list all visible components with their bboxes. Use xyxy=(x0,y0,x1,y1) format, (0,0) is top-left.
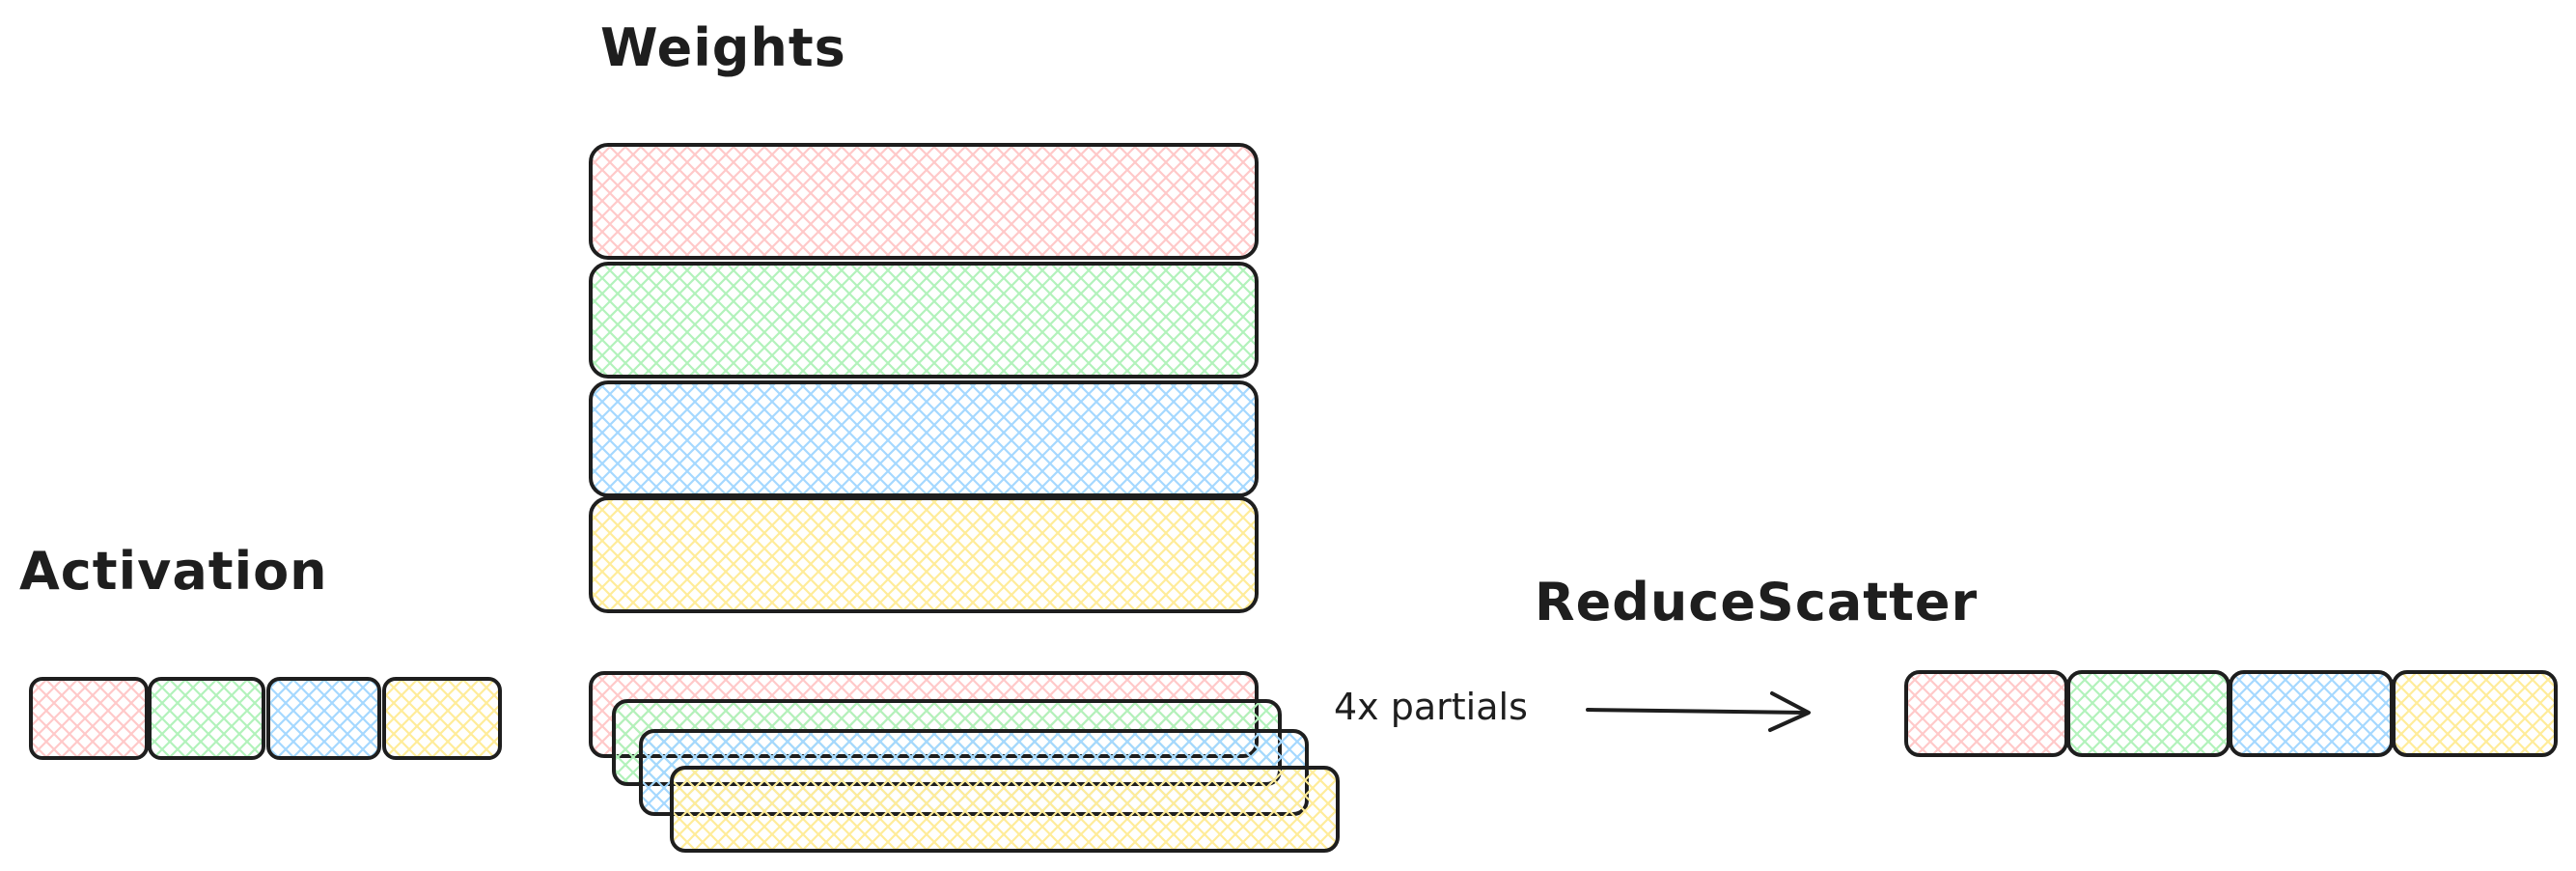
output-block-yellow xyxy=(2392,670,2558,757)
reduce-scatter-label: ReduceScatter xyxy=(1535,572,1979,632)
activation-block-green xyxy=(148,677,265,760)
weights-label: Weights xyxy=(600,17,846,78)
weight-block-green xyxy=(589,262,1259,379)
arrow-head xyxy=(1768,691,1811,732)
activation-block-yellow xyxy=(382,677,502,760)
weight-block-red xyxy=(589,143,1259,260)
output-block-green xyxy=(2066,670,2230,757)
weights-group xyxy=(589,143,1259,613)
arrow-shaft xyxy=(1586,708,1809,715)
partial-block-yellow xyxy=(670,766,1340,853)
activation-block-blue xyxy=(266,677,381,760)
partials-group xyxy=(589,671,1340,853)
reduce-scatter-output-group xyxy=(1904,670,2558,757)
partials-label: 4x partials xyxy=(1334,686,1528,728)
weight-block-blue xyxy=(589,380,1259,497)
activation-block-red xyxy=(29,677,149,760)
activation-label: Activation xyxy=(19,541,328,602)
output-block-red xyxy=(1904,670,2068,757)
output-block-blue xyxy=(2229,670,2394,757)
reduce-scatter-arrow xyxy=(1586,691,1811,732)
weight-block-yellow xyxy=(589,496,1259,613)
activation-group xyxy=(29,677,502,760)
